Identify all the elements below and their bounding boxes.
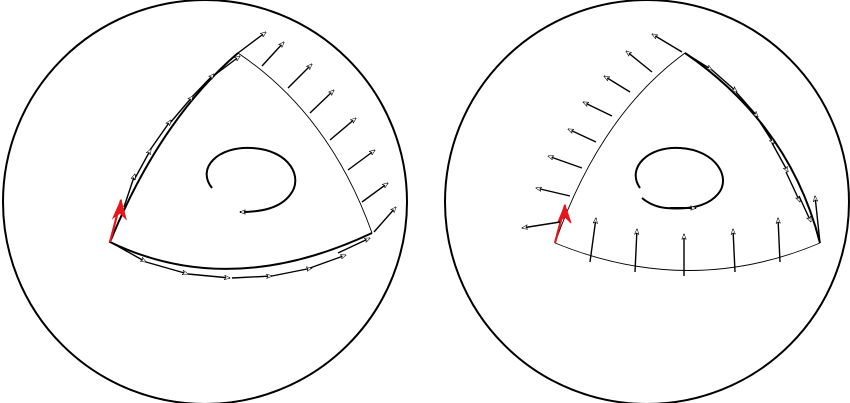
right-panel	[444, 0, 850, 403]
right-rotation-arrow	[634, 146, 724, 210]
vector-arrow	[169, 96, 193, 124]
vector-arrow	[187, 273, 230, 278]
vector-arrow	[361, 183, 388, 203]
vector-arrow	[111, 242, 146, 263]
right-sphere-outline	[444, 0, 850, 403]
vector-arrow	[145, 261, 188, 274]
vector-arrow	[123, 174, 135, 208]
vector-arrow	[309, 90, 334, 114]
vector-arrow	[211, 56, 240, 78]
vector-arrow	[133, 149, 152, 181]
vector-arrow	[778, 218, 780, 263]
vector-arrow	[583, 101, 613, 117]
vector-arrow	[237, 32, 266, 54]
vector-arrow	[798, 195, 812, 222]
vector-arrow	[548, 156, 583, 169]
vector-arrow	[711, 69, 737, 92]
vector-arrow	[589, 218, 596, 263]
right-right-edge-vectors	[684, 52, 812, 222]
vector-arrow	[785, 171, 801, 202]
vector-arrow	[189, 74, 214, 100]
vector-arrow	[261, 42, 284, 67]
vector-arrow	[149, 120, 171, 151]
vector-arrow	[684, 52, 712, 71]
vector-arrow	[347, 150, 375, 171]
vector-arrow	[536, 188, 571, 197]
right-left-edge-vectors	[522, 33, 683, 228]
vector-arrow	[231, 276, 272, 278]
left-panel	[2, 0, 408, 403]
left-path-curve	[108, 52, 373, 270]
red-arrowhead	[111, 198, 127, 221]
left-triangle-right-edge	[237, 52, 373, 234]
vector-arrow	[652, 33, 683, 53]
vector-arrow	[337, 237, 370, 254]
vector-arrow	[287, 64, 312, 89]
vector-arrow	[735, 91, 758, 117]
left-rotation-arrow	[205, 146, 297, 212]
right-triangle-bottom-edge	[554, 242, 821, 271]
left-edge-vectors	[123, 32, 266, 208]
vector-arrow	[771, 142, 789, 172]
vector-arrow	[755, 115, 775, 144]
vector-arrow	[329, 118, 356, 141]
right-path-curve	[684, 52, 821, 244]
vector-arrow	[271, 268, 312, 277]
vector-arrow	[373, 207, 396, 233]
left-sphere-outline	[2, 0, 408, 403]
vector-arrow	[815, 196, 821, 244]
red-arrowhead	[556, 203, 572, 224]
vector-arrow	[309, 254, 346, 269]
right-bottom-edge-vectors	[589, 196, 821, 276]
vector-arrow	[522, 221, 561, 228]
vector-arrow	[733, 229, 735, 273]
left-bottom-vectors	[111, 237, 370, 278]
vector-arrow	[626, 51, 653, 73]
vector-arrow	[635, 229, 637, 273]
vector-arrow	[604, 75, 631, 93]
left-right-edge-vectors	[261, 42, 396, 233]
vector-arrow	[568, 128, 597, 143]
